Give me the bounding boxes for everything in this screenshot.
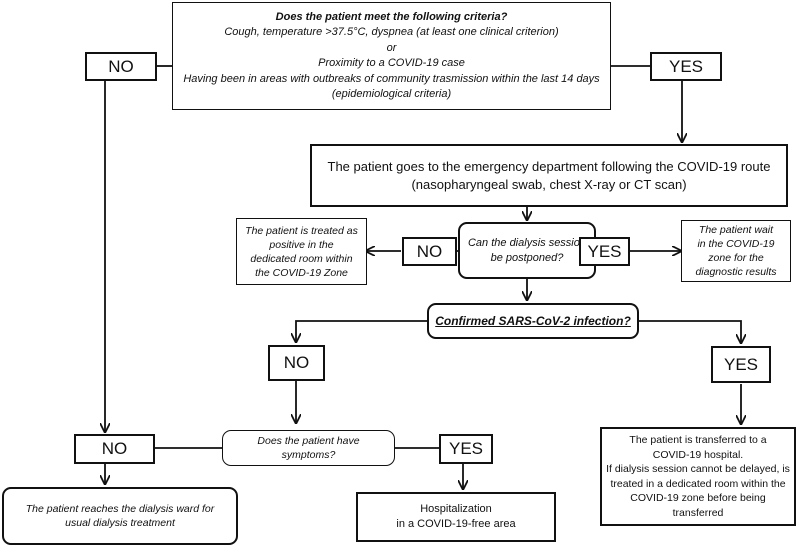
wait-results-line: The patient wait (698, 224, 774, 236)
wait-results-line: zone for the (708, 252, 764, 264)
treated-positive-line: dedicated room within (250, 252, 353, 265)
transferred-line: treated in a dedicated room within the (610, 477, 786, 490)
transferred-line: The patient is transferred to a (629, 434, 767, 446)
yes-label-symptoms: YES (439, 434, 493, 464)
yes-label-text: YES (587, 241, 622, 261)
hospitalization-box: Hospitalization in a COVID-19-free area (356, 492, 556, 542)
postpone-line: be postponed? (490, 251, 564, 264)
hospitalization-line: in a COVID-19-free area (396, 518, 516, 530)
no-label-postpone: NO (402, 237, 457, 266)
transferred-line: COVID-19 zone before being (630, 492, 766, 504)
criteria-line: or (386, 41, 397, 54)
treated-positive-line: the COVID-19 Zone (255, 266, 348, 279)
no-label-symptoms: NO (74, 434, 155, 464)
transferred-box: The patient is transferred to a COVID-19… (600, 427, 796, 526)
symptoms-question-box: Does the patient have symptoms? (222, 430, 395, 466)
treated-positive-box: The patient is treated as positive in th… (236, 218, 367, 285)
treated-positive-line: positive in the (269, 238, 334, 251)
no-label-text: NO (416, 241, 443, 261)
connector-confirmed-to-yes (639, 320, 741, 343)
confirmed-infection-text: Confirmed SARS-CoV-2 infection? (435, 314, 631, 328)
wait-results-line: in the COVID-19 (697, 238, 775, 250)
no-label-text: NO (108, 56, 134, 76)
yes-label-text: YES (448, 439, 484, 458)
criteria-box: Does the patient meet the following crit… (172, 2, 611, 110)
confirmed-infection-box: Confirmed SARS-CoV-2 infection? (427, 303, 639, 339)
symptoms-line: symptoms? (281, 449, 336, 461)
yes-label-confirmed: YES (711, 346, 771, 383)
emergency-line: The patient goes to the emergency depart… (327, 158, 771, 174)
transferred-line: If dialysis session cannot be delayed, i… (606, 463, 790, 475)
symptoms-line: Does the patient have (257, 435, 360, 447)
yes-label-text: YES (668, 56, 704, 76)
criteria-line: (epidemiological criteria) (331, 88, 452, 100)
wait-results-line: diagnostic results (695, 266, 777, 278)
criteria-line: Proximity to a COVID-19 case (318, 57, 465, 69)
no-label-confirmed: NO (268, 345, 325, 381)
dialysis-ward-box: The patient reaches the dialysis ward fo… (2, 487, 238, 545)
postpone-question-box: Can the dialysis session be postponed? (458, 222, 596, 279)
transferred-line: transferred (672, 506, 724, 519)
criteria-line: Cough, temperature >37.5°C, dyspnea (at … (224, 26, 559, 38)
connector-confirmed-to-no (296, 320, 427, 342)
dialysis-ward-line: The patient reaches the dialysis ward fo… (25, 503, 215, 515)
hospitalization-line: Hospitalization (420, 503, 492, 515)
yes-label-text: YES (723, 354, 759, 374)
criteria-line: Having been in areas with outbreaks of c… (183, 72, 600, 85)
dialysis-ward-line: usual dialysis treatment (65, 517, 175, 529)
emergency-route-box: The patient goes to the emergency depart… (310, 144, 788, 207)
no-label-criteria: NO (85, 52, 157, 81)
emergency-line: (nasopharyngeal swab, chest X-ray or CT … (411, 176, 687, 192)
treated-positive-line: The patient is treated as (245, 224, 358, 237)
postpone-line: Can the dialysis session (467, 236, 586, 249)
no-label-text: NO (101, 439, 128, 458)
no-label-text: NO (283, 353, 310, 372)
criteria-title: Does the patient meet the following crit… (275, 10, 508, 23)
yes-label-criteria: YES (650, 52, 722, 81)
wait-results-box: The patient wait in the COVID-19 zone fo… (681, 220, 791, 282)
yes-label-postpone: YES (579, 237, 630, 266)
transferred-line: COVID-19 hospital. (652, 448, 744, 461)
